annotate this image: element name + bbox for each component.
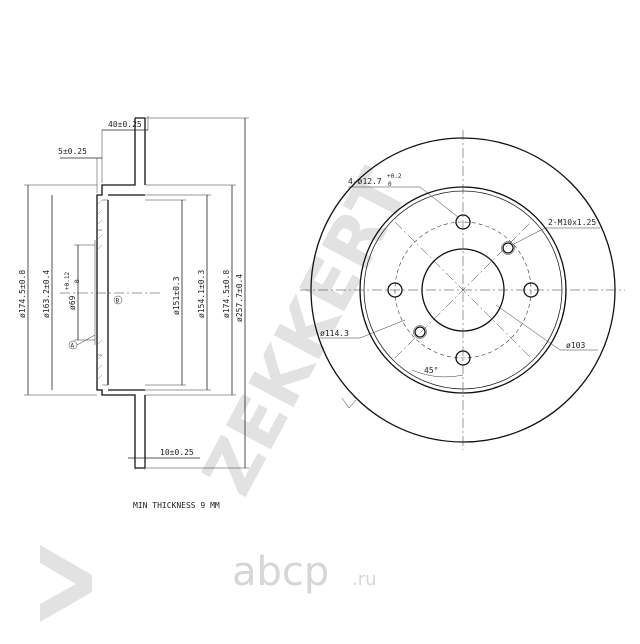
disc-thickness-label: 10±0.25 bbox=[160, 448, 194, 457]
side-profile-left bbox=[96, 118, 136, 468]
rotation-mark bbox=[341, 397, 357, 409]
side-profile-edges bbox=[135, 117, 145, 469]
brand-watermark-text: ZEKKERT bbox=[187, 157, 425, 508]
front-centerline-diag2 bbox=[394, 221, 532, 359]
diam-163-2-label: ø163.2±0.4 bbox=[42, 270, 51, 318]
marker-a-label: A bbox=[71, 343, 75, 350]
diam-69-tol-upper: +0.12 bbox=[64, 272, 71, 290]
diam-174-5-b-label: ø174.5±0.8 bbox=[222, 270, 231, 318]
diam-257-7-label: ø257.7±0.4 bbox=[235, 274, 244, 322]
thread-hole-ne-outer bbox=[501, 241, 515, 255]
diam-174-5-label: ø174.5±0.8 bbox=[18, 270, 27, 318]
hat-offset-label: 5±0.25 bbox=[58, 147, 87, 156]
angle-label: 45° bbox=[424, 366, 438, 375]
abcp-logo-domain: .ru bbox=[352, 569, 377, 590]
holes-label: 4-ø12.7 bbox=[348, 177, 382, 186]
holes-tol-lower: 0 bbox=[388, 181, 392, 188]
marker-b-label: B bbox=[116, 298, 120, 305]
abcp-logo-text: abcp bbox=[232, 549, 329, 595]
pcd-leader bbox=[359, 319, 406, 339]
holes-tol-upper: +0.2 bbox=[387, 173, 402, 180]
thread-label: 2-M10x1.25 bbox=[548, 218, 596, 227]
brand-watermark: ZEKKERT bbox=[187, 157, 425, 508]
zekkert-chevron bbox=[40, 545, 92, 622]
thread-hole-ne bbox=[502, 242, 514, 254]
diam-69-label: ø69 bbox=[68, 295, 77, 310]
thread-leader bbox=[511, 227, 546, 246]
hub-steps bbox=[97, 199, 108, 386]
pilot-leader bbox=[495, 304, 561, 351]
marker-b-circle bbox=[113, 295, 123, 305]
thread-hole-sw-outer bbox=[413, 325, 427, 339]
pilot-label: ø103 bbox=[566, 341, 585, 350]
side-view: 40±0.25 5±0.25 10±0.25 ø174.5±0.8 ø163.2… bbox=[18, 116, 249, 510]
marker-a-leader bbox=[76, 334, 96, 346]
diam-154-1-label: ø154.1±0.3 bbox=[197, 270, 206, 318]
min-thickness-note: MIN THICKNESS 9 MM bbox=[133, 501, 220, 510]
width-overall-label: 40±0.25 bbox=[108, 120, 142, 129]
thread-hole-sw bbox=[414, 326, 426, 338]
stud-hole-left bbox=[387, 282, 403, 298]
angle-arc bbox=[411, 369, 464, 378]
diam-151-label: ø151±0.3 bbox=[172, 276, 181, 315]
abcp-logo: abcp .ru bbox=[232, 549, 377, 595]
hub-inner bbox=[107, 194, 145, 391]
diam-69-tol-lower: 0 bbox=[74, 279, 81, 283]
hat-hatching bbox=[96, 199, 103, 381]
pcd-label: ø114.3 bbox=[320, 329, 349, 338]
holes-leader bbox=[419, 186, 459, 218]
front-view: 4-ø12.7 +0.2 0 2-M10x1.25 ø114.3 ø103 45… bbox=[300, 130, 625, 450]
